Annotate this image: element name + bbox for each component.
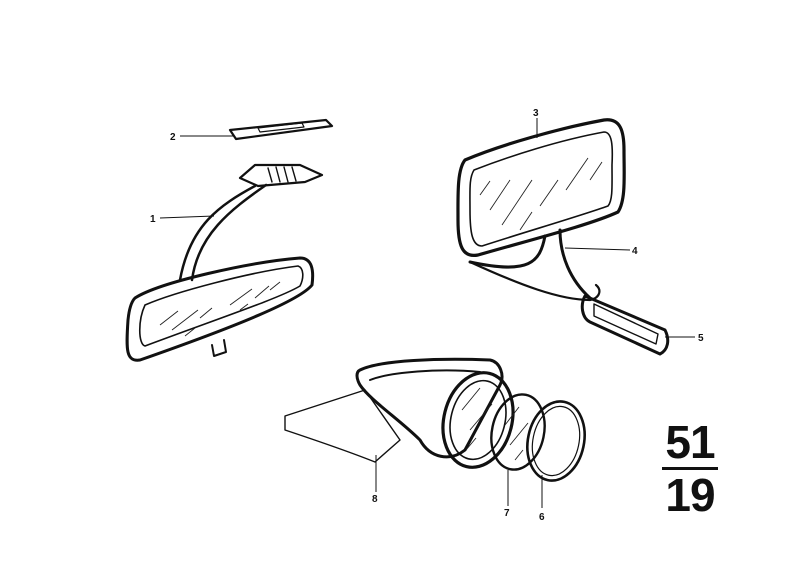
part-spot-housing xyxy=(284,357,515,469)
part-ring-6 xyxy=(526,400,586,482)
section-divider xyxy=(662,467,718,470)
leader-lines xyxy=(159,118,695,508)
callout-6: 6 xyxy=(539,512,545,523)
callout-1: 1 xyxy=(150,214,156,225)
callout-7: 7 xyxy=(504,508,510,519)
part-mounting-plate xyxy=(228,118,334,141)
part-exterior-mirror xyxy=(456,118,670,356)
callout-5: 5 xyxy=(698,333,704,344)
callout-3: 3 xyxy=(533,108,539,119)
leader-1 xyxy=(159,215,215,219)
leader-4 xyxy=(564,247,631,251)
part-lens-7 xyxy=(490,393,546,471)
section-group: 51 xyxy=(665,416,715,468)
callout-8: 8 xyxy=(372,494,378,505)
part-interior-mirror xyxy=(125,163,324,362)
section-number: 51 19 xyxy=(660,416,720,521)
callout-labels: 1 2 3 4 5 6 7 8 xyxy=(150,108,704,523)
section-subgroup: 19 xyxy=(665,469,715,521)
callout-4: 4 xyxy=(632,246,638,257)
callout-2: 2 xyxy=(170,132,176,143)
